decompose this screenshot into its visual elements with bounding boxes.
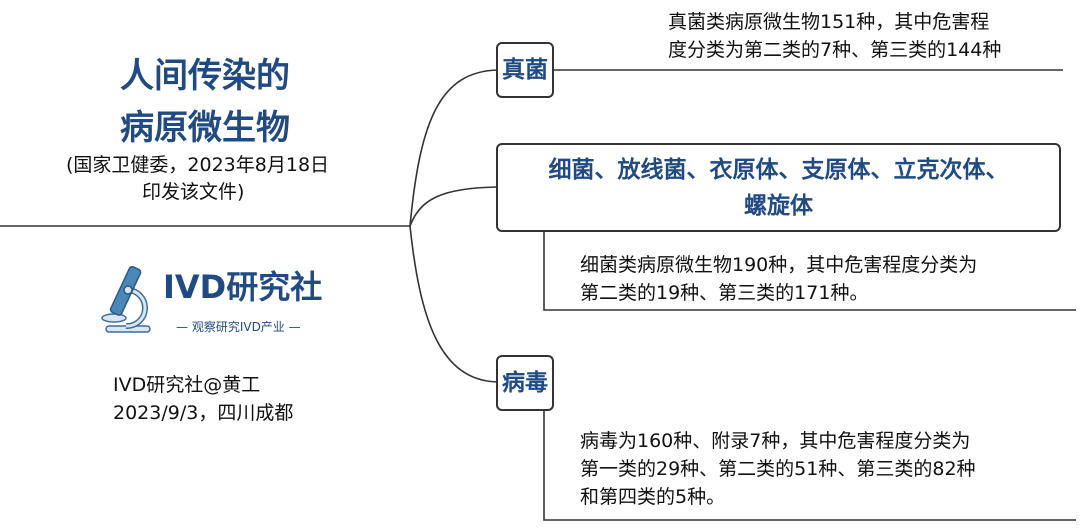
branch-bacteria-label-line1: 细菌、放线菌、衣原体、支原体、立克次体、 xyxy=(548,156,1009,183)
branch-virus[interactable]: 病毒 xyxy=(496,355,554,411)
virus-desc: 病毒为160种、附录7种，其中危害程度分类为 第一类的29种、第二类的51种、第… xyxy=(580,427,976,511)
virus-desc-line xyxy=(543,410,1076,521)
author-line2: 2023/9/3，四川成都 xyxy=(113,402,294,424)
virus-desc-line1: 病毒为160种、附录7种，其中危害程度分类为 xyxy=(580,430,971,452)
subtitle-line2: 印发该文件) xyxy=(142,181,245,203)
fungi-desc-line2: 度分类为第二类的7种、第三类的144种 xyxy=(668,39,1002,61)
bacteria-desc-line2: 第二类的19种、第三类的171种。 xyxy=(580,282,869,304)
bacteria-desc-line xyxy=(543,231,1076,311)
microscope-icon xyxy=(98,260,158,338)
branch-bacteria[interactable]: 细菌、放线菌、衣原体、支原体、立克次体、 螺旋体 xyxy=(496,143,1061,232)
fungi-desc-line1: 真菌类病原微生物151种，其中危害程 xyxy=(668,11,990,33)
logo-tagline: — 观察研究IVD产业 — xyxy=(176,320,301,334)
bacteria-desc: 细菌类病原微生物190种，其中危害程度分类为 第二类的19种、第三类的171种。 xyxy=(580,251,977,307)
virus-desc-line3: 和第四类的5种。 xyxy=(580,486,726,508)
logo-name: IVD研究社 xyxy=(163,268,323,306)
branch-curve-fungi xyxy=(409,69,498,227)
branch-curve-virus xyxy=(409,225,498,383)
fungi-desc: 真菌类病原微生物151种，其中危害程 度分类为第二类的7种、第三类的144种 xyxy=(668,8,1001,64)
branch-fungi[interactable]: 真菌 xyxy=(496,42,554,98)
title-line2: 病原微生物 xyxy=(120,108,290,148)
author-line1: IVD研究社@黄工 xyxy=(113,374,261,396)
virus-desc-line2: 第一类的29种、第二类的51种、第三类的82种 xyxy=(580,458,976,480)
branch-virus-label: 病毒 xyxy=(502,370,548,396)
subtitle-line1: (国家卫健委，2023年8月18日 xyxy=(66,154,330,176)
branch-curve-bacteria xyxy=(409,186,498,227)
bacteria-desc-line1: 细菌类病原微生物190种，其中危害程度分类为 xyxy=(580,254,978,276)
branch-fungi-label: 真菌 xyxy=(502,57,548,83)
branch-bacteria-label-line2: 螺旋体 xyxy=(744,192,813,219)
title-line1: 人间传染的 xyxy=(120,56,290,96)
